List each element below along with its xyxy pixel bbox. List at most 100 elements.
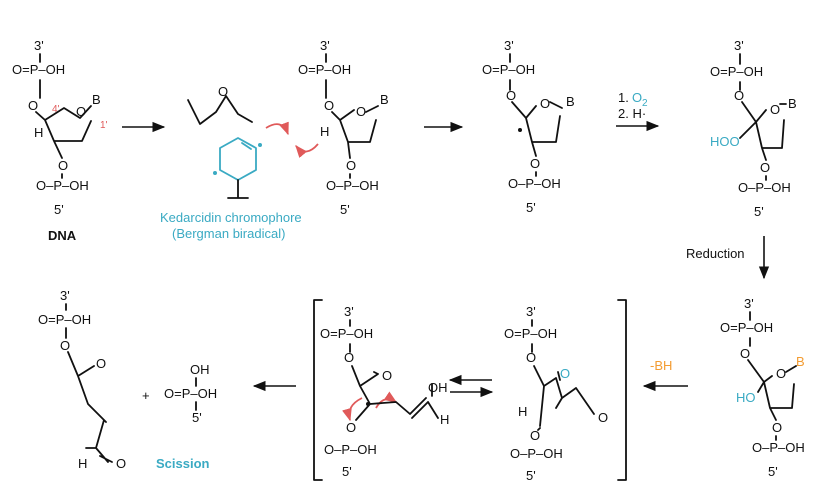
s4-phosphate-bottom: O–P–OH bbox=[508, 176, 561, 191]
s7-5prime: 5' bbox=[526, 468, 536, 483]
p2-phosphate: O=P–OH bbox=[164, 386, 217, 401]
s3-ring-o: O bbox=[356, 104, 366, 119]
kedarcidin-label-2: (Bergman biradical) bbox=[172, 226, 285, 241]
dna-structure: 3' O=P–OH O H O B 4' 1' O O–P–OH 5' DNA bbox=[12, 38, 108, 243]
s5-hoo: HOO bbox=[710, 134, 740, 149]
minus-bh-label: -BH bbox=[650, 358, 672, 373]
s5-base: B bbox=[788, 96, 797, 111]
radical-dot-right bbox=[258, 143, 262, 147]
s7-3prime: 3' bbox=[526, 304, 536, 319]
chromophore-epoxide-o: O bbox=[218, 84, 228, 99]
reduction-label: Reduction bbox=[686, 246, 745, 261]
curly-arrow-4 bbox=[375, 391, 398, 409]
dna-h-abstraction: 3' O=P–OH O H O B O O–P–OH 5' bbox=[298, 38, 389, 217]
hemiketal: 3' O=P–OH O O B HO O O–P–OH 5' bbox=[720, 296, 805, 479]
step1-subscript: 2 bbox=[642, 98, 648, 109]
kedarcidin-chromophore: O Kedarcidin chromophore (Bergman biradi… bbox=[160, 84, 319, 241]
s6-o-top: O bbox=[740, 346, 750, 361]
dna-5prime: 5' bbox=[54, 202, 64, 217]
s3-o-top: O bbox=[324, 98, 334, 113]
s4-5prime: 5' bbox=[526, 200, 536, 215]
s7-o-top: O bbox=[526, 350, 536, 365]
curly-arrow-1 bbox=[265, 121, 289, 136]
s4-ring-o: O bbox=[540, 96, 550, 111]
s4-3prime: 3' bbox=[504, 38, 514, 53]
dna-o-bottom: O bbox=[58, 158, 68, 173]
ring-opened-ketone: 3' O=P–OH O O H O O O–P–OH 5' bbox=[504, 304, 608, 483]
s4-radical-dot bbox=[518, 128, 522, 132]
s5-phosphate-bottom: O–P–OH bbox=[738, 180, 791, 195]
s8-3prime: 3' bbox=[344, 304, 354, 319]
s3-3prime: 3' bbox=[320, 38, 330, 53]
p1-aldehyde-o: O bbox=[116, 456, 126, 471]
s6-phosphate-top: O=P–OH bbox=[720, 320, 773, 335]
s4-phosphate-top: O=P–OH bbox=[482, 62, 535, 77]
s3-5prime: 5' bbox=[340, 202, 350, 217]
s3-phosphate-bottom: O–P–OH bbox=[326, 178, 379, 193]
step1-reagent: O bbox=[632, 90, 642, 105]
dna-label: DNA bbox=[48, 228, 77, 243]
s7-aldehyde-o: O bbox=[598, 410, 608, 425]
hydroperoxide: 3' O=P–OH O O B HOO O O–P–OH 5' bbox=[710, 38, 797, 219]
s8-bonds bbox=[349, 319, 439, 421]
dna-phosphate-bottom: O–P–OH bbox=[36, 178, 89, 193]
dna-c4-label: 4' bbox=[52, 104, 60, 115]
step1-number: 1. bbox=[618, 90, 629, 105]
p1-phosphate-top: O=P–OH bbox=[38, 312, 91, 327]
chromophore-double-bond bbox=[241, 142, 252, 150]
c4-radical: 3' O=P–OH O O B O O–P–OH 5' bbox=[482, 38, 575, 215]
s4-base: B bbox=[566, 94, 575, 109]
s4-bonds bbox=[509, 53, 563, 177]
s8-o-top: O bbox=[344, 350, 354, 365]
s6-base: B bbox=[796, 354, 805, 369]
dna-c1-label: 1' bbox=[100, 120, 108, 131]
s6-phosphate-bottom: O–P–OH bbox=[752, 440, 805, 455]
s4-o-top: O bbox=[506, 88, 516, 103]
chromophore-tail bbox=[227, 179, 249, 199]
s6-5prime: 5' bbox=[768, 464, 778, 479]
s3-phosphate-top: O=P–OH bbox=[298, 62, 351, 77]
radical-dot-left bbox=[213, 171, 217, 175]
p1-h: H bbox=[78, 456, 87, 471]
s7-ketone-o: O bbox=[560, 366, 570, 381]
dna-phosphate-top: O=P–OH bbox=[12, 62, 65, 77]
scission-products: 3' O=P–OH O O H O + OH O=P–OH 5' Scissio… bbox=[38, 288, 217, 471]
dna-3prime: 3' bbox=[34, 38, 44, 53]
s8-enol-oh: OH bbox=[428, 380, 448, 395]
s6-ring-o: O bbox=[776, 366, 786, 381]
s4-o-bottom: O bbox=[530, 156, 540, 171]
p1-bonds bbox=[65, 303, 113, 463]
s7-phosphate-bottom: O–P–OH bbox=[510, 446, 563, 461]
s7-o-bottom: O bbox=[530, 428, 540, 443]
s5-phosphate-top: O=P–OH bbox=[710, 64, 763, 79]
p2-5prime: 5' bbox=[192, 410, 202, 425]
dna-o-top: O bbox=[28, 98, 38, 113]
enol-intermediate: 3' O=P–OH O O OH H O O–P–OH 5' bbox=[320, 304, 449, 479]
s6-ho: HO bbox=[736, 390, 756, 405]
dna-ring-o: O bbox=[76, 104, 86, 119]
s5-o-bottom: O bbox=[760, 160, 770, 175]
s3-base: B bbox=[380, 92, 389, 107]
s8-ketone-o: O bbox=[382, 368, 392, 383]
s5-ring-o: O bbox=[770, 102, 780, 117]
s6-bonds bbox=[747, 311, 797, 441]
s5-o-top: O bbox=[734, 88, 744, 103]
curly-arrow-3 bbox=[342, 397, 363, 422]
step2-reagent: 2. H· bbox=[618, 106, 646, 121]
dna-h: H bbox=[34, 125, 43, 140]
s3-bonds bbox=[325, 53, 379, 179]
p2-oh-top: OH bbox=[190, 362, 210, 377]
p1-3prime: 3' bbox=[60, 288, 70, 303]
dna-bonds bbox=[35, 53, 92, 179]
s5-5prime: 5' bbox=[754, 204, 764, 219]
p1-o-top: O bbox=[60, 338, 70, 353]
s3-h: H bbox=[320, 124, 329, 139]
s7-phosphate-top: O=P–OH bbox=[504, 326, 557, 341]
bracket-right bbox=[617, 299, 627, 481]
chromophore-bridge bbox=[187, 95, 253, 125]
scission-label: Scission bbox=[156, 456, 210, 471]
bracket-left bbox=[313, 299, 323, 481]
s8-5prime: 5' bbox=[342, 464, 352, 479]
s7-bonds bbox=[531, 319, 595, 431]
